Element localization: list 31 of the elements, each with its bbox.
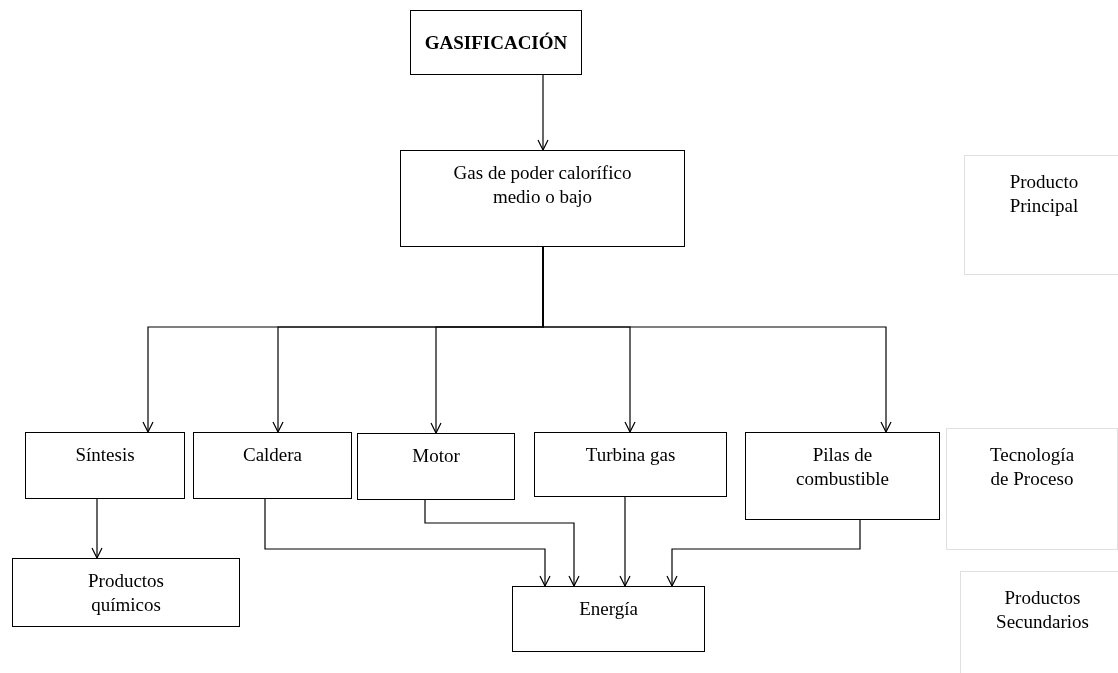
box-text: Gas de poder calorífico medio o bajo	[452, 161, 633, 209]
box-text: Turbina gas	[585, 443, 676, 467]
box-text: Productos Secundarios	[995, 586, 1090, 634]
process-box	[400, 150, 685, 247]
box-text: Pilas de combustible	[795, 443, 890, 491]
process-box	[12, 558, 240, 627]
box-text: Tecnología de Proceso	[988, 443, 1076, 491]
box-text: Motor	[412, 444, 460, 468]
process-box	[534, 432, 727, 497]
level-label-box	[946, 428, 1118, 550]
level-label-box	[960, 571, 1118, 673]
box-text: Síntesis	[75, 443, 135, 467]
process-box	[512, 586, 705, 652]
arrow	[619, 496, 631, 587]
box-text: Caldera	[242, 443, 303, 467]
box-text: GASIFICACIÓN	[424, 30, 568, 55]
process-box	[745, 432, 940, 520]
process-box	[357, 433, 515, 500]
arrow	[542, 246, 892, 433]
arrow	[537, 74, 549, 151]
arrow	[424, 499, 580, 587]
process-box	[193, 432, 352, 499]
arrow	[91, 498, 103, 559]
box-text: Energía	[579, 597, 638, 621]
process-box	[25, 432, 185, 499]
process-box	[410, 10, 582, 75]
box-text: Productos químicos	[87, 569, 165, 617]
box-text: Producto Principal	[1008, 170, 1080, 218]
arrow	[264, 498, 551, 587]
level-label-box	[964, 155, 1118, 275]
arrow	[666, 519, 861, 587]
